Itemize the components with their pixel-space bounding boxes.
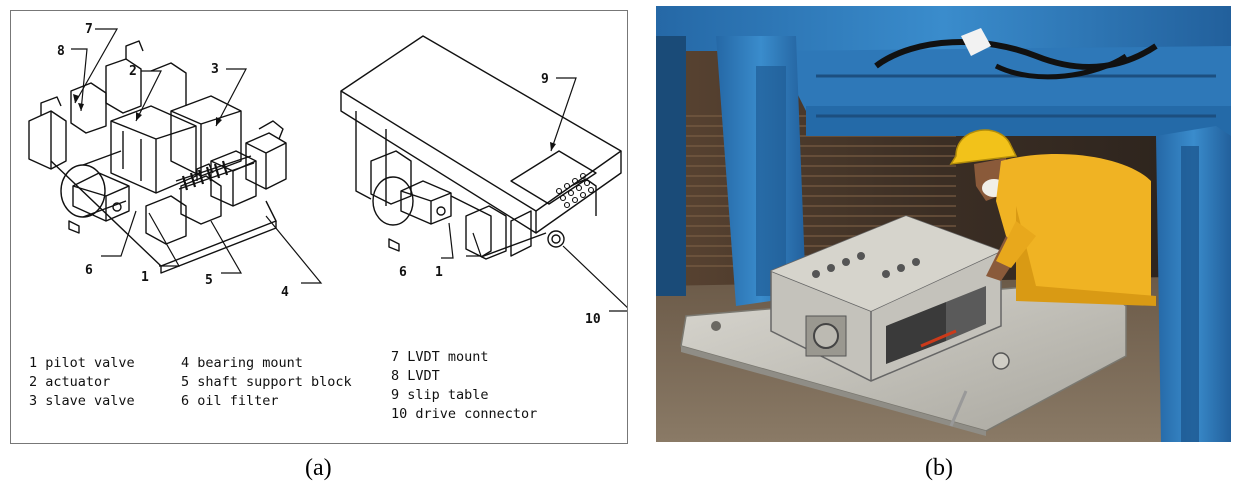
actuator-line-drawing: 8 7 2 3 6 1 5 4 9 6 1 10 1 pilot valve 2… [28,22,633,422]
callout-6: 6 [85,263,93,278]
callout-8: 8 [57,44,65,59]
callout-2: 2 [129,64,137,79]
diagram-panel: 8 7 2 3 6 1 5 4 9 6 1 10 1 pilot valve 2… [10,10,633,444]
photo-panel [656,6,1231,442]
callout-1-right: 1 [435,265,443,280]
callout-1: 1 [141,270,149,285]
callout-4: 4 [281,285,289,300]
legend-item: 9 slip table [391,387,489,403]
callout-7: 7 [85,22,93,37]
legend-item: 8 LVDT [391,368,440,384]
legend-item: 10 drive connector [391,406,537,422]
callout-5: 5 [205,273,213,288]
legend-item: 4 bearing mount [181,355,303,371]
legend-item: 6 oil filter [181,393,279,409]
legend-item: 5 shaft support block [181,374,352,390]
caption-a: (a) [305,455,332,481]
callout-9: 9 [541,72,549,87]
actuator-photo [656,6,1231,442]
parts-legend: 1 pilot valve 2 actuator 3 slave valve 4… [29,349,537,422]
callout-10: 10 [585,312,601,327]
callout-3: 3 [211,62,219,77]
caption-b: (b) [925,455,953,481]
callout-6-right: 6 [399,265,407,280]
legend-item: 7 LVDT mount [391,349,489,365]
legend-item: 3 slave valve [29,393,135,409]
legend-item: 1 pilot valve [29,355,135,371]
legend-item: 2 actuator [29,374,110,390]
